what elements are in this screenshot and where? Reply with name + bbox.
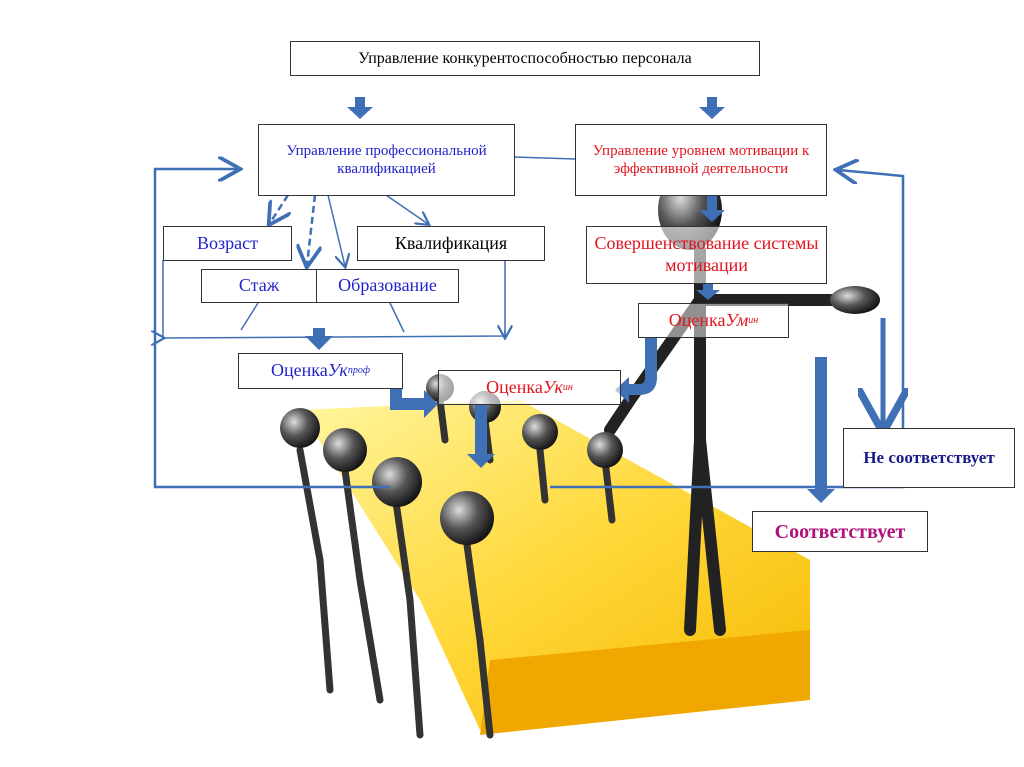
qualification-box: Квалификация <box>357 226 545 261</box>
assess-uk-in-var: Ук <box>542 376 563 397</box>
assess-um-var: Ум <box>725 309 749 330</box>
assess-uk-in-label: Оценка <box>486 376 543 397</box>
qualification-text: Квалификация <box>394 232 508 253</box>
assess-um-sup: ин <box>748 314 759 326</box>
motivation-management-text: Управление уровнем мотивации к эффективн… <box>592 143 810 177</box>
prof-management-box: Управление профессиональной квалификацие… <box>258 124 515 196</box>
connector-lines <box>153 156 903 489</box>
not-match-box: Не соответствует <box>843 428 1015 488</box>
assess-uk-in-sup: ин <box>562 381 573 393</box>
crowd-figures <box>296 396 616 739</box>
not-match-text: Не соответствует <box>863 447 995 467</box>
age-box: Возраст <box>163 226 292 261</box>
education-text: Образование <box>338 275 437 296</box>
age-text: Возраст <box>197 232 258 253</box>
assess-um-label: Оценка <box>668 309 726 330</box>
block-arrows <box>305 97 835 503</box>
motivation-management-box: Управление уровнем мотивации к эффективн… <box>575 124 827 196</box>
assess-uk-prof-sup: проф <box>347 365 370 376</box>
match-text: Соответствует <box>774 520 906 543</box>
motivation-improvement-box: Совершенствование системы мотивации <box>586 226 827 284</box>
experience-box: Стаж <box>201 269 317 303</box>
prof-management-text: Управление профессиональной квалификацие… <box>286 143 487 177</box>
title-text: Управление конкурентоспособностью персон… <box>358 49 692 67</box>
assess-uk-prof-var: Ук <box>327 360 348 381</box>
leader-figure <box>604 244 846 636</box>
assess-uk-prof-label: Оценка <box>271 360 328 381</box>
match-box: Соответствует <box>752 511 928 552</box>
motivation-improvement-text: Совершенствование системы мотивации <box>594 233 819 275</box>
education-box: Образование <box>316 269 459 303</box>
experience-text: Стаж <box>238 275 280 296</box>
title-box: Управление конкурентоспособностью персон… <box>290 41 760 76</box>
